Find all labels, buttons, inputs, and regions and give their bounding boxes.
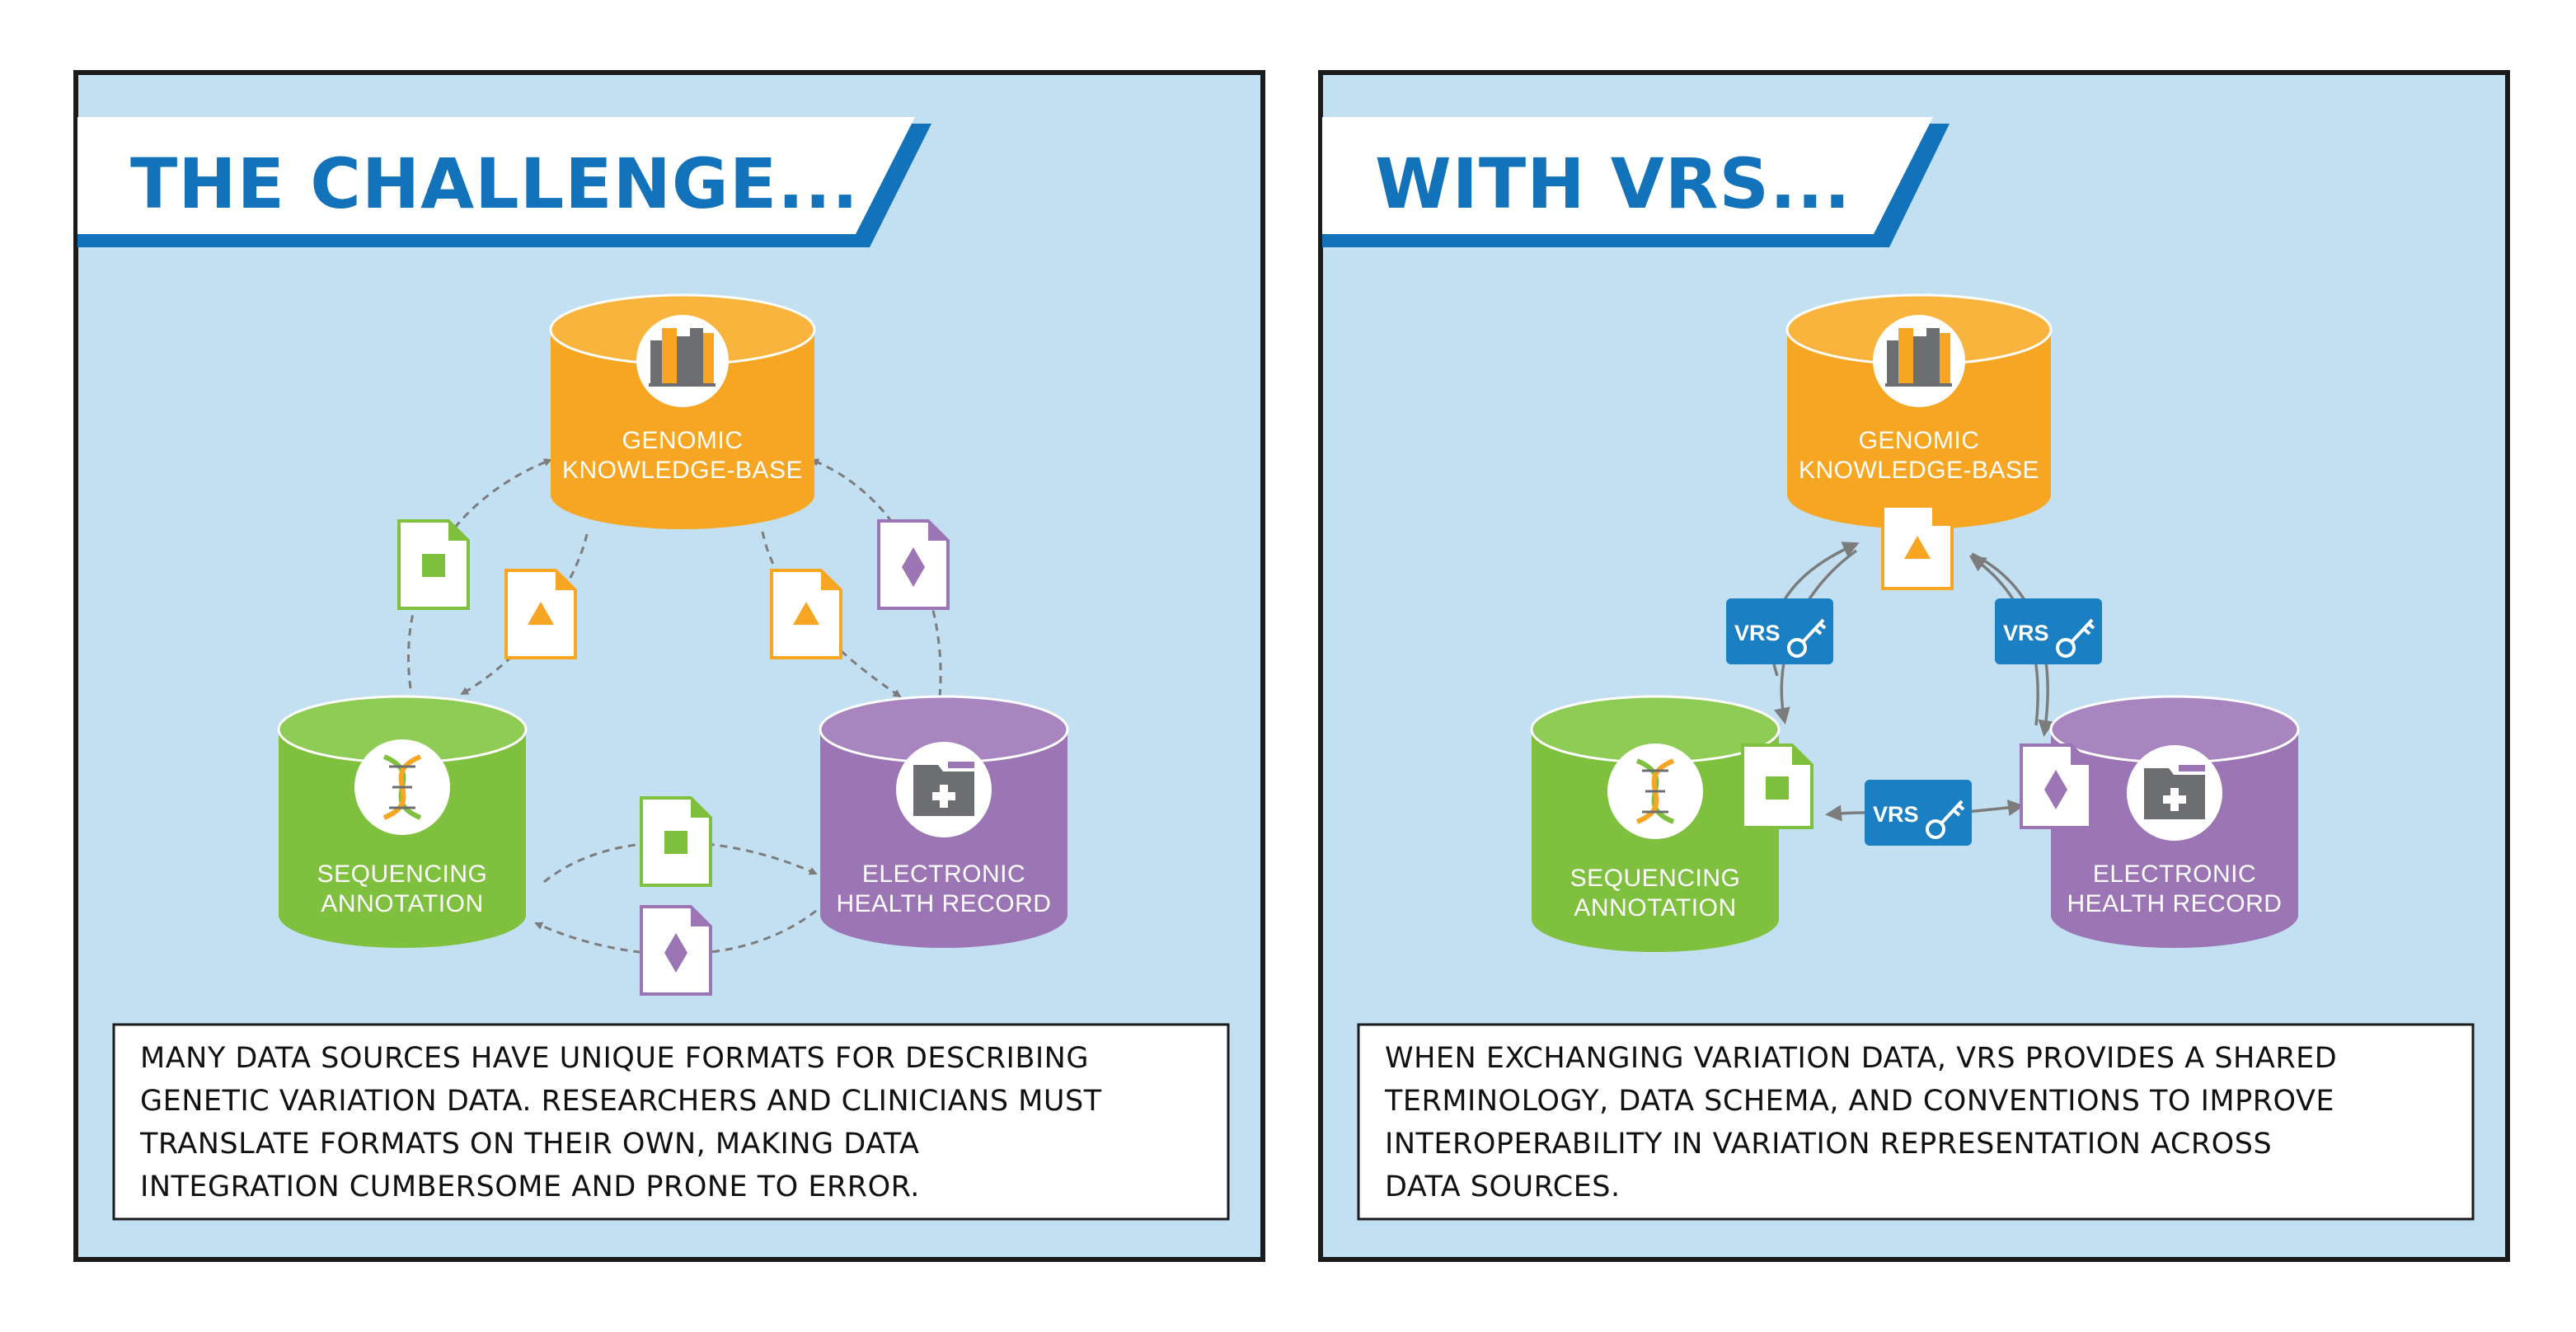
caption-line: TRANSLATE FORMATS ON THEIR OWN, MAKING D…	[139, 1128, 919, 1161]
db-label-line1: SEQUENCING	[1570, 865, 1741, 892]
db-label-line2: KNOWLEDGE-BASE	[562, 457, 803, 484]
triangle-document-icon	[1881, 504, 1954, 590]
caption-box: WHEN EXCHANGING VARIATION DATA, VRS PROV…	[1357, 1023, 2475, 1221]
vrs-badge-label: VRS	[1873, 802, 1919, 827]
caption-line: WHEN EXCHANGING VARIATION DATA, VRS PROV…	[1385, 1042, 2337, 1075]
medical-folder-icon	[2144, 765, 2205, 819]
ehr-db: ELECTRONIC HEALTH RECORD	[819, 695, 1069, 948]
db-label-line1: GENOMIC	[622, 427, 744, 454]
caption-box: MANY DATA SOURCES HAVE UNIQUE FORMATS FO…	[112, 1023, 1230, 1221]
db-label-line2: ANNOTATION	[321, 890, 483, 917]
sequencing-annotation-db: SEQUENCING ANNOTATION	[277, 695, 528, 948]
key-icon	[1926, 800, 1965, 839]
diamond-document-icon	[877, 519, 950, 610]
books-icon	[649, 328, 716, 387]
title-banner: WITH VRS...	[1322, 117, 1950, 247]
ehr-db: ELECTRONIC HEALTH RECORD	[2049, 695, 2300, 948]
diamond-document-icon	[640, 905, 712, 996]
vrs-badge: VRS	[1865, 780, 1972, 846]
db-label-line1: GENOMIC	[1859, 427, 1980, 454]
panel-title: WITH VRS...	[1375, 143, 1851, 224]
db-label-line1: SEQUENCING	[317, 861, 488, 888]
caption-line: TERMINOLOGY, DATA SCHEMA, AND CONVENTION…	[1384, 1085, 2334, 1118]
vrs-badge-label: VRS	[1734, 621, 1781, 645]
square-document-icon	[1741, 743, 1814, 829]
db-label-line2: KNOWLEDGE-BASE	[1799, 457, 2039, 484]
vrs-badge-label: VRS	[2003, 621, 2049, 645]
db-label-line2: ANNOTATION	[1574, 894, 1736, 922]
vrs-badge: VRS	[1726, 598, 1833, 664]
with-vrs-panel: WITH VRS... GENOMIC KNOWL	[1318, 70, 2510, 1262]
genomic-knowledgebase-db: GENOMIC KNOWLEDGE-BASE	[549, 293, 816, 529]
key-icon	[2056, 618, 2095, 658]
genomic-knowledgebase-db: GENOMIC KNOWLEDGE-BASE	[1785, 293, 2053, 529]
panel-title: THE CHALLENGE...	[130, 143, 859, 224]
diamond-document-icon	[2020, 743, 2092, 829]
dna-icon	[382, 754, 422, 820]
caption-line: MANY DATA SOURCES HAVE UNIQUE FORMATS FO…	[140, 1042, 1089, 1075]
db-label-line1: ELECTRONIC	[2093, 861, 2256, 888]
dna-icon	[1635, 758, 1675, 824]
caption-line: INTEROPERABILITY IN VARIATION REPRESENTA…	[1385, 1128, 2272, 1161]
challenge-panel: THE CHALLENGE... GENOMIC	[73, 70, 1265, 1262]
triangle-document-icon	[504, 569, 577, 659]
square-document-icon	[640, 796, 712, 887]
vrs-badge: VRS	[1995, 598, 2102, 664]
key-icon	[1787, 618, 1827, 658]
caption-line: DATA SOURCES.	[1385, 1170, 1621, 1203]
medical-folder-icon	[913, 762, 974, 816]
caption-line: INTEGRATION CUMBERSOME AND PRONE TO ERRO…	[140, 1170, 920, 1203]
books-icon	[1885, 328, 1952, 387]
db-label-line2: HEALTH RECORD	[2067, 890, 2283, 917]
square-document-icon	[397, 519, 470, 610]
triangle-document-icon	[770, 569, 842, 659]
db-label-line1: ELECTRONIC	[862, 861, 1025, 888]
title-banner: THE CHALLENGE...	[77, 117, 931, 247]
sequencing-annotation-db: SEQUENCING ANNOTATION	[1530, 695, 1781, 952]
db-label-line2: HEALTH RECORD	[837, 890, 1052, 917]
caption-line: GENETIC VARIATION DATA. RESEARCHERS AND …	[140, 1085, 1102, 1118]
